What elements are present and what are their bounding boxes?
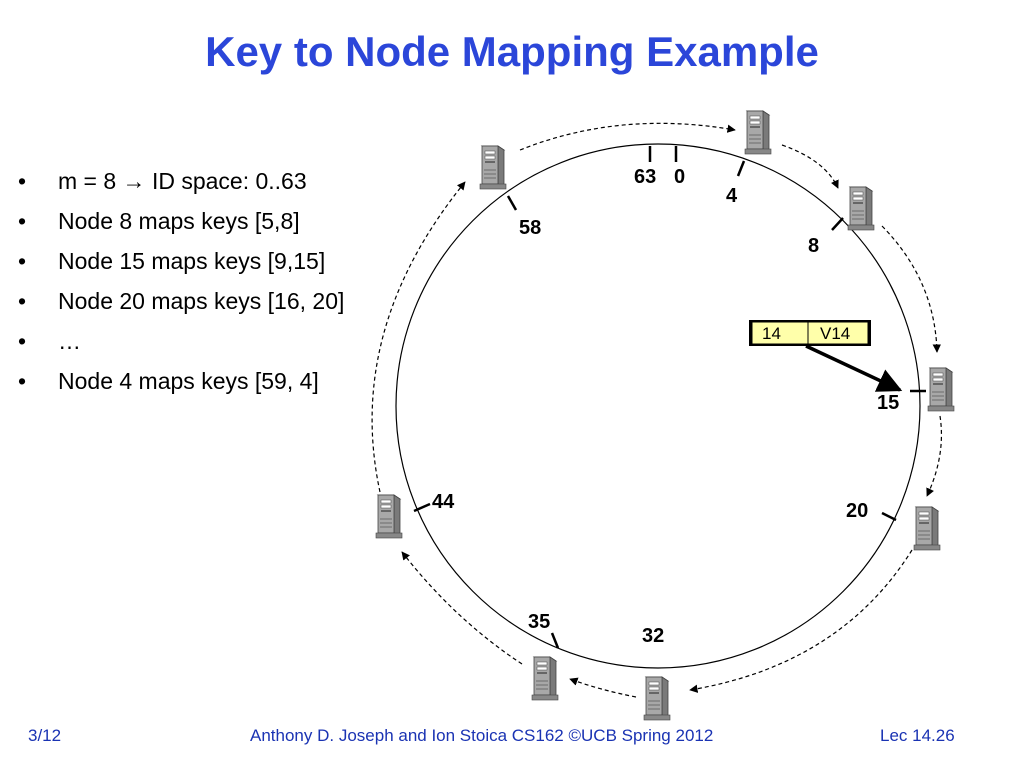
server-icon xyxy=(531,656,559,701)
footer-page: 3/12 xyxy=(28,726,62,745)
key-cell: 14 xyxy=(762,324,781,343)
bullet-item: •Node 20 maps keys [16, 20] xyxy=(18,288,345,314)
value-cell: V14 xyxy=(820,324,850,343)
arrow-20-to-32 xyxy=(689,549,913,693)
arrow-58-to-4 xyxy=(519,122,736,151)
footer-credit: Anthony D. Joseph and Ion Stoica CS162 ©… xyxy=(250,726,714,745)
label-8: 8 xyxy=(808,235,819,257)
arrow-15-to-20 xyxy=(926,415,942,497)
arrow-4-to-8 xyxy=(781,144,839,189)
label-4: 4 xyxy=(726,185,738,207)
key-assign-arrow xyxy=(805,344,903,392)
footer-lecture: Lec 14.26 xyxy=(880,726,955,745)
server-icon xyxy=(744,110,772,155)
bullet-item: •Node 4 maps keys [59, 4] xyxy=(18,368,319,394)
server-icon xyxy=(847,186,875,231)
bullet-item: •Node 8 maps keys [5,8] xyxy=(18,208,300,234)
bullet-item: •Node 15 maps keys [9,15] xyxy=(18,248,326,274)
label-15: 15 xyxy=(877,392,899,414)
server-icon xyxy=(643,676,671,721)
bullet-item: •… xyxy=(18,328,81,354)
tick-35 xyxy=(550,632,560,649)
tick-4 xyxy=(736,160,746,177)
arrow-35-to-44 xyxy=(401,551,523,665)
arrow-32-to-35 xyxy=(569,677,637,698)
ring-circle xyxy=(395,143,921,669)
tick-8 xyxy=(831,217,844,231)
key-value-box: 14 V14 xyxy=(749,320,871,346)
label-32: 32 xyxy=(642,625,664,647)
arrow-44-to-58 xyxy=(371,181,466,493)
server-icon xyxy=(479,145,507,190)
slide-title: Key to Node Mapping Example xyxy=(205,28,819,75)
bullet-list: •m = 8 → ID space: 0..63 •Node 8 maps ke… xyxy=(18,166,378,406)
label-35: 35 xyxy=(528,611,550,633)
bullet-item: •m = 8 → ID space: 0..63 xyxy=(18,168,307,194)
successor-arrows xyxy=(371,122,942,698)
label-20: 20 xyxy=(846,500,868,522)
arrow-8-to-15 xyxy=(881,225,941,353)
label-63: 63 xyxy=(634,166,656,188)
tick-58 xyxy=(506,195,518,211)
label-0: 0 xyxy=(674,166,685,188)
tick-44 xyxy=(413,502,431,513)
server-icon xyxy=(927,367,955,412)
tick-20 xyxy=(881,511,897,522)
ring-ticks xyxy=(413,146,926,649)
server-icon xyxy=(375,494,403,539)
label-44: 44 xyxy=(432,491,455,513)
server-icon xyxy=(913,506,941,551)
label-58: 58 xyxy=(519,217,541,239)
